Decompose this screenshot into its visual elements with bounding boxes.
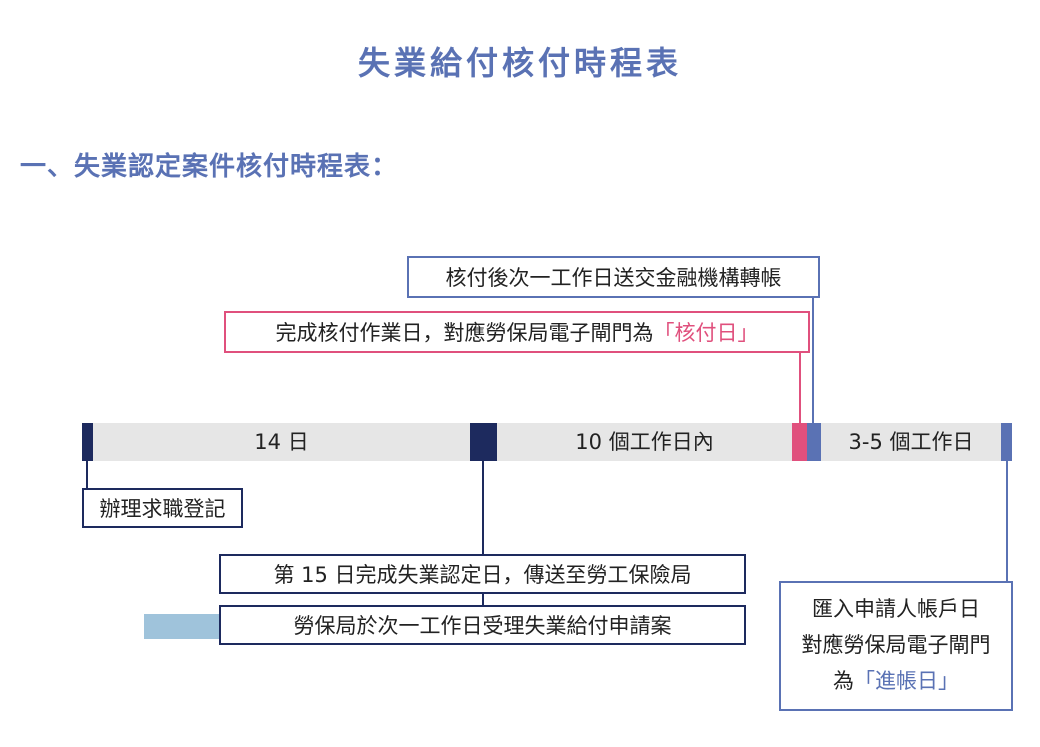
transfer-note-text: 核付後次一工作日送交金融機構轉帳 <box>445 266 782 290</box>
connector-payment-day <box>799 352 801 423</box>
payment-day-highlight: 「核付日」 <box>653 321 759 345</box>
connector-transfer <box>812 298 814 423</box>
certification-text: 第 15 日完成失業認定日，傳送至勞工保險局 <box>273 563 692 587</box>
deposit-line-1: 匯入申請人帳戶日 <box>812 597 980 621</box>
registration-text: 辦理求職登記 <box>99 497 226 521</box>
timeline-marker-deposit <box>1001 423 1012 461</box>
payment-day-box: 完成核付作業日，對應勞保局電子閘門為「核付日」 <box>224 311 810 353</box>
timeline-marker-day15 <box>470 423 497 461</box>
segment-label-10-workdays: 10 個工作日內 <box>575 430 714 454</box>
page-title: 失業給付核付時程表 <box>357 44 682 82</box>
payment-day-text: 完成核付作業日，對應勞保局電子閘門為 <box>275 321 654 345</box>
timeline-bar <box>82 423 1012 461</box>
deposit-line-2: 對應勞保局電子閘門 <box>801 633 991 657</box>
connector-certification <box>482 461 484 554</box>
deposit-line-3-prefix: 為 <box>833 669 854 693</box>
section-title: 一、失業認定案件核付時程表： <box>20 152 399 182</box>
deposit-highlight: 「進帳日」 <box>854 669 959 693</box>
timeline-marker-start <box>82 423 93 461</box>
deposit-box: 匯入申請人帳戶日 對應勞保局電子閘門 為「進帳日」 <box>779 581 1013 711</box>
deposit-line-3: 為「進帳日」 <box>781 663 1011 699</box>
connector-acceptance <box>482 593 484 605</box>
connector-registration <box>86 461 88 488</box>
registration-box: 辦理求職登記 <box>82 488 243 528</box>
segment-label-14-days: 14 日 <box>254 430 309 454</box>
acceptance-box: 勞保局於次一工作日受理失業給付申請案 <box>219 605 746 645</box>
timeline-marker-payment <box>792 423 807 461</box>
connector-deposit <box>1006 461 1008 581</box>
acceptance-text: 勞保局於次一工作日受理失業給付申請案 <box>293 614 672 638</box>
certification-box: 第 15 日完成失業認定日，傳送至勞工保險局 <box>219 554 746 594</box>
timeline-marker-transfer <box>807 423 821 461</box>
transfer-note-box: 核付後次一工作日送交金融機構轉帳 <box>407 256 820 298</box>
segment-label-3-5-workdays: 3-5 個工作日 <box>848 430 974 454</box>
